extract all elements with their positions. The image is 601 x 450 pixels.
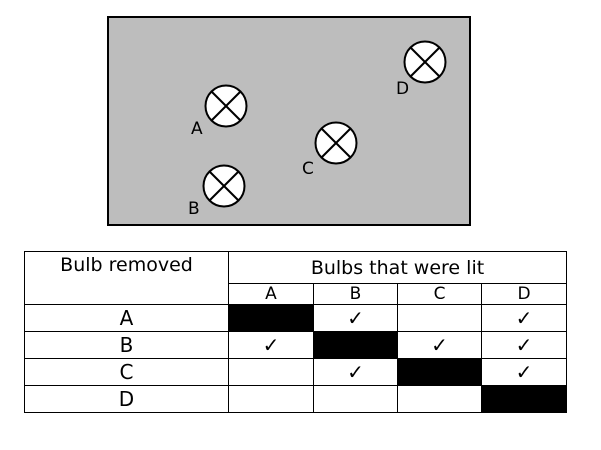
bulb-c-label: C <box>302 159 314 179</box>
header-bulbs-lit: Bulbs that were lit <box>228 251 567 284</box>
column-header-d: D <box>481 283 567 305</box>
header-bulb-removed: Bulb removed <box>24 251 229 305</box>
table-row: A ✓ ✓ <box>24 304 567 332</box>
removed-cell <box>228 304 314 332</box>
circuit-board: A B C D <box>107 16 471 226</box>
row-label: A <box>24 304 229 332</box>
empty-cell <box>397 304 482 332</box>
bulb-c-icon <box>314 121 358 165</box>
lit-cell: ✓ <box>481 304 567 332</box>
row-label: D <box>24 385 229 413</box>
table-row: B ✓ ✓ ✓ <box>24 331 567 359</box>
empty-cell <box>228 385 314 413</box>
check-icon: ✓ <box>431 333 448 357</box>
lit-cell: ✓ <box>481 358 567 386</box>
row-label: C <box>24 358 229 386</box>
removed-cell <box>313 331 398 359</box>
lit-cell: ✓ <box>313 304 398 332</box>
lit-cell: ✓ <box>313 358 398 386</box>
lit-cell: ✓ <box>397 331 482 359</box>
column-header-a: A <box>228 283 314 305</box>
bulb-b-icon <box>202 164 246 208</box>
check-icon: ✓ <box>347 360 364 384</box>
check-icon: ✓ <box>515 306 533 330</box>
check-icon: ✓ <box>515 333 533 357</box>
bulb-d-icon <box>403 40 447 84</box>
table-row: D <box>24 385 567 413</box>
check-icon: ✓ <box>262 333 280 357</box>
bulb-a-icon <box>204 84 248 128</box>
check-icon: ✓ <box>347 306 364 330</box>
results-body: A ✓ ✓ B ✓ ✓ ✓ C ✓ ✓ D <box>24 304 567 413</box>
row-label: B <box>24 331 229 359</box>
lit-cell: ✓ <box>228 331 314 359</box>
bulb-b-label: B <box>188 199 200 219</box>
lit-cell: ✓ <box>481 331 567 359</box>
column-header-b: B <box>313 283 398 305</box>
table-row: C ✓ ✓ <box>24 358 567 386</box>
removed-cell <box>481 385 567 413</box>
check-icon: ✓ <box>515 360 533 384</box>
empty-cell <box>313 385 398 413</box>
bulb-d-label: D <box>396 79 410 99</box>
bulb-a-label: A <box>191 119 203 139</box>
empty-cell <box>397 385 482 413</box>
column-header-c: C <box>397 283 482 305</box>
results-table: Bulb removed Bulbs that were lit A B C D… <box>24 251 567 413</box>
removed-cell <box>397 358 482 386</box>
empty-cell <box>228 358 314 386</box>
